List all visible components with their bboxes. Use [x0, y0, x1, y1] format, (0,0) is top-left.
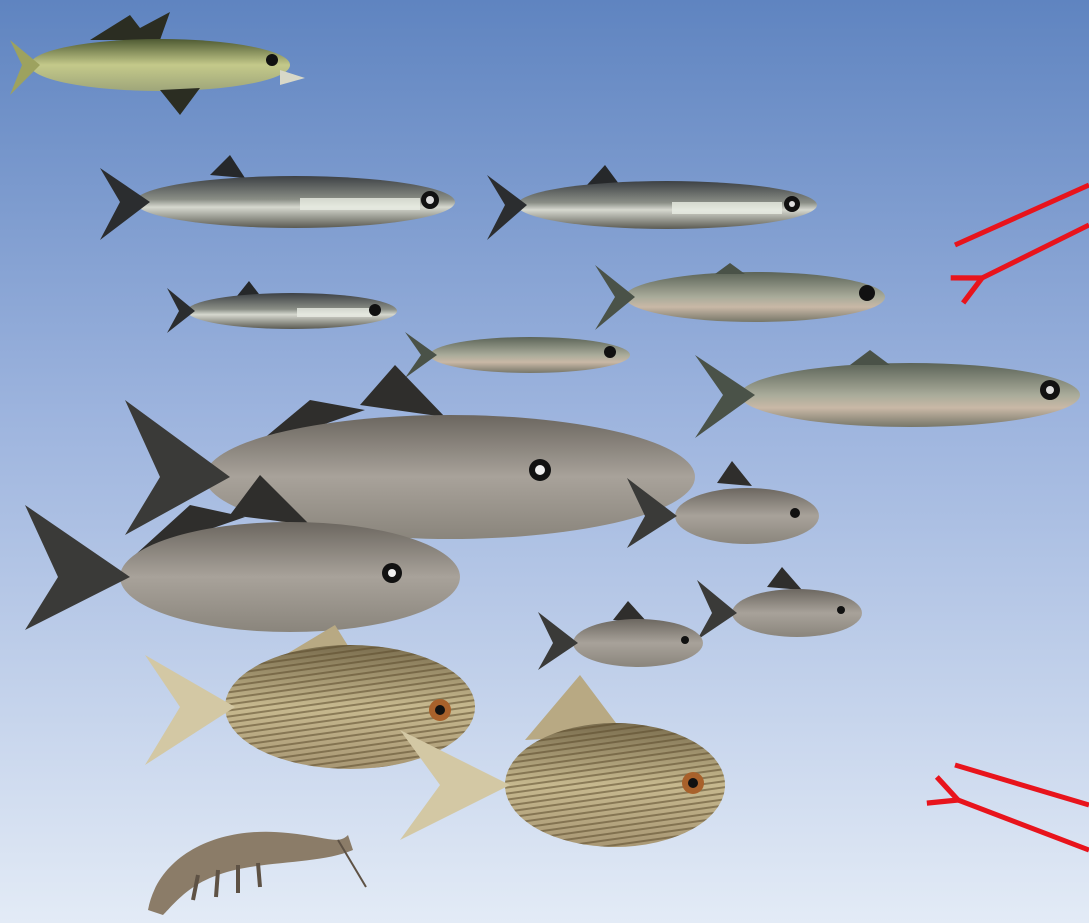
- scene-canvas: [0, 0, 1089, 923]
- food-web-scene: [0, 0, 1089, 923]
